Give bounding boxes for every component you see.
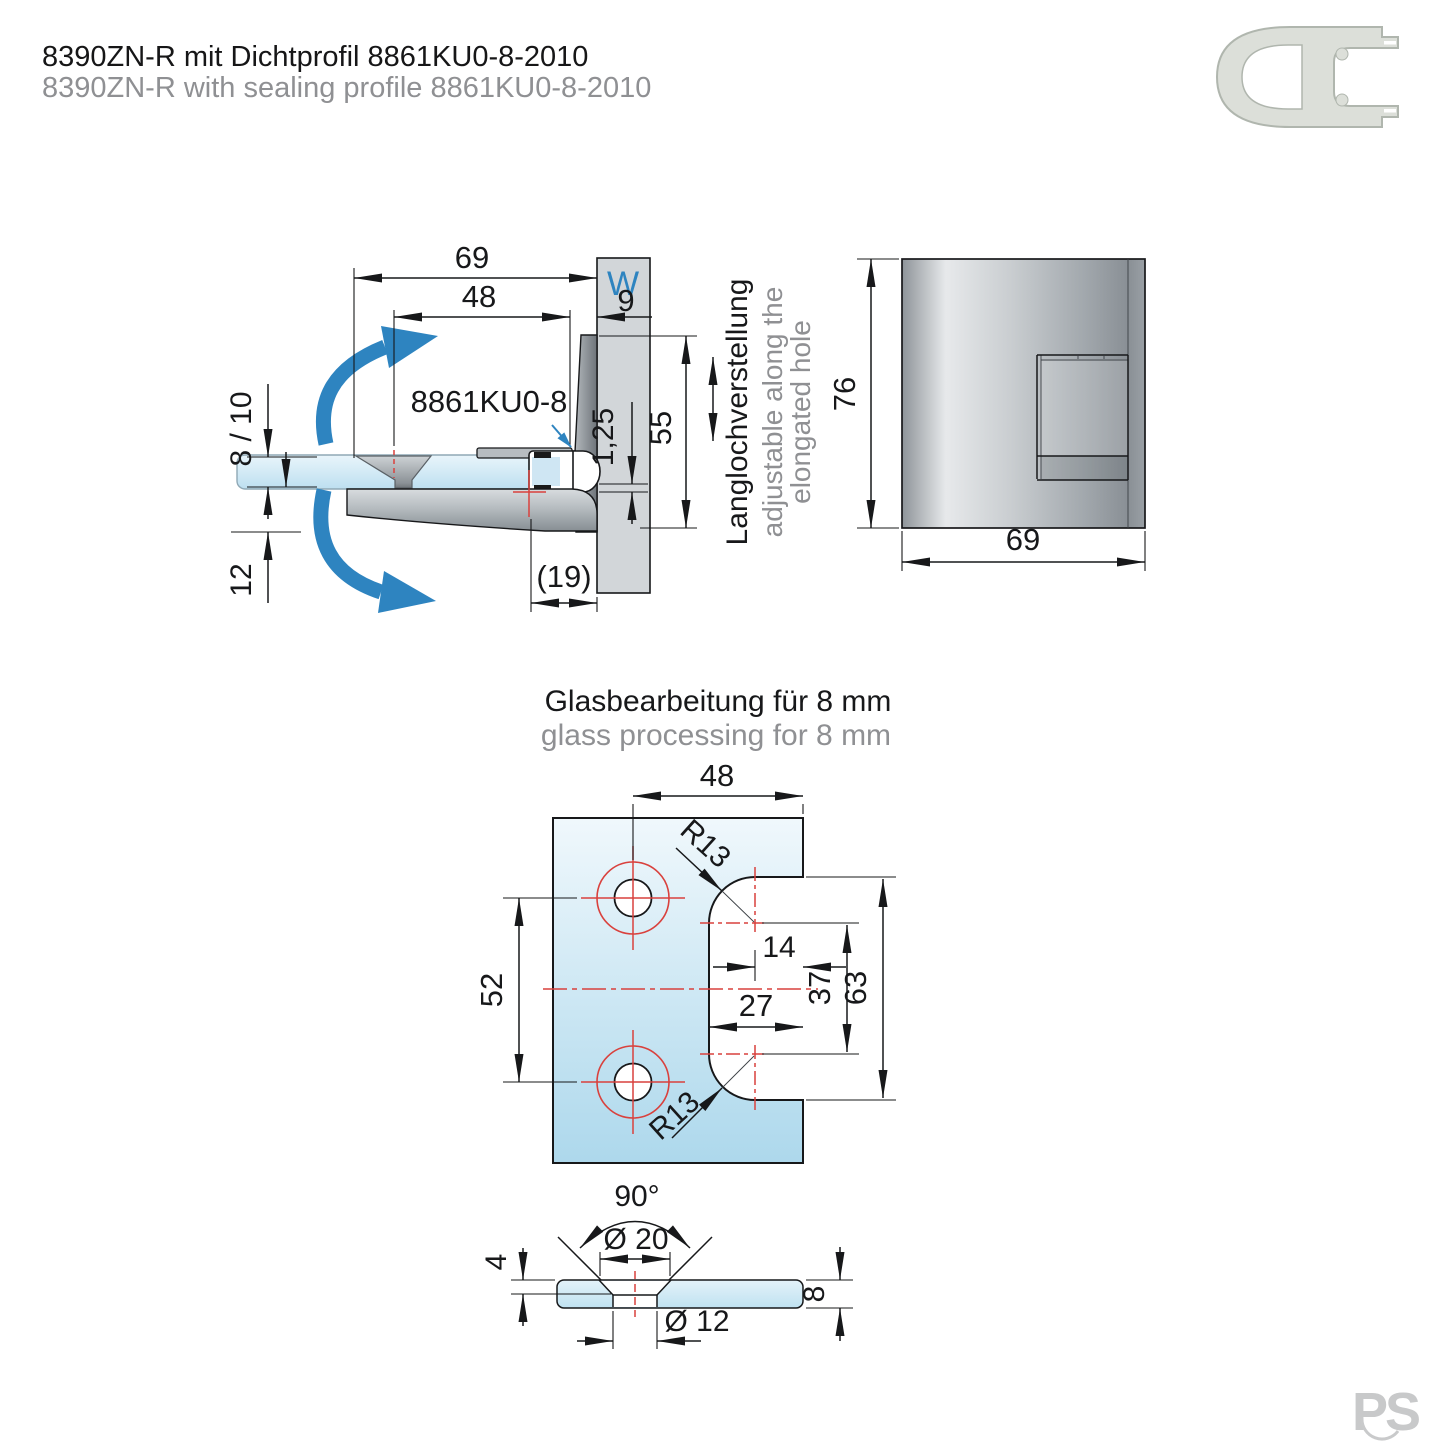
page-title-en: 8390ZN-R with sealing profile 8861KU0-8-… [42,72,651,104]
adjust-note-en2: elongated hole [785,320,816,504]
profile-nub-bottom [1335,93,1349,107]
sealing-profile-icon [1215,26,1399,128]
dim-48-glass-label: 48 [700,758,734,793]
glass-processing-title-en: glass processing for 8 mm [541,719,891,752]
seal-grip-top [534,452,551,458]
section-view-drawing: 90° Ø 20 4 Ø 12 8 [480,1180,853,1349]
glass-thickness-label: 8 / 10 [225,391,258,466]
front-recess [1041,359,1128,456]
profile-bulb-hole [1241,44,1303,110]
dim-12-label: 12 [225,563,258,596]
dia-20-label: Ø 20 [603,1223,668,1256]
front-view-drawing: 76 69 [827,258,1146,571]
adjust-note-en1: adjustable along the [757,287,788,538]
swing-arrow-up-shaft [315,340,388,446]
dim-37-label: 37 [802,971,837,1005]
front-clamp-lip [1041,456,1128,480]
dim-27-label: 27 [739,988,773,1023]
dim-19-label: (19) [536,559,591,594]
profile-slot-top [1384,41,1396,45]
dim-48-label: 48 [462,279,496,314]
adjust-note-de: Langlochverstellung [721,279,754,546]
drill-hole-bottom [581,1030,685,1134]
swing-arrow-down-shaft [313,488,384,600]
pivot-cross [513,470,546,517]
ps-logo-text: PS [1352,1382,1419,1442]
swing-arrow-down-head [378,571,436,613]
dim-125-label: 1,25 [587,408,620,466]
hinge-front-body [901,258,1146,529]
glass-processing-dimensions: 48 52 14 37 63 27 [474,758,896,1101]
dim-4-label: 4 [480,1254,513,1271]
countersink-cut [599,1281,671,1307]
dim-69-label: 69 [455,240,489,275]
swing-arrows [313,326,438,613]
dia-12-label: Ø 12 [664,1305,729,1338]
countersink-lines [598,1279,672,1307]
seal-part-label: 8861KU0-8 [411,384,568,419]
dim-55-label: 55 [643,411,678,445]
ps-logo: PS [1352,1382,1422,1442]
glass-processing-title-de: Glasbearbeitung für 8 mm [545,685,892,718]
ps-logo-swoosh [1360,1417,1400,1441]
section-dimensions: Ø 20 4 Ø 12 8 [480,1223,853,1349]
dim-14-label: 14 [762,931,795,964]
front-notch-lines [1036,354,1129,481]
dim-76-label: 76 [827,377,862,411]
profile-nub-top [1335,47,1349,61]
seal-leader-arrow [551,424,572,448]
header: 8390ZN-R mit Dichtprofil 8861KU0-8-2010 … [42,41,651,104]
dim-8-label: 8 [798,1286,831,1303]
dim-9-label: 9 [617,283,634,318]
side-view-dimensions: 69 48 W 9 8 / 10 12 8861KU0-8 55 [225,240,816,612]
swing-arrow-up-head [381,326,438,368]
drill-hole-top [581,846,685,950]
dim-69-front-label: 69 [1006,522,1040,557]
dim-63-label: 63 [838,971,873,1005]
angle-callout: 90° [557,1180,713,1281]
page-title-de: 8390ZN-R mit Dichtprofil 8861KU0-8-2010 [42,41,588,73]
front-view-dimensions: 76 69 [827,258,1146,571]
hinge-body [346,488,598,532]
angle-90-label: 90° [614,1180,659,1213]
seal-glass-window [532,457,560,486]
wall-label: W [607,265,639,303]
profile-slot-bottom [1384,109,1396,113]
seal-grip-bottom [534,485,551,491]
sealing-profile-side [528,450,601,493]
notch-arc-centerlines [700,867,764,1110]
side-view-drawing: 69 48 W 9 8 / 10 12 8861KU0-8 55 [225,240,816,613]
dim-52-label: 52 [474,973,509,1007]
glass-processing-drawing: Glasbearbeitung für 8 mm glass processin… [474,685,896,1164]
